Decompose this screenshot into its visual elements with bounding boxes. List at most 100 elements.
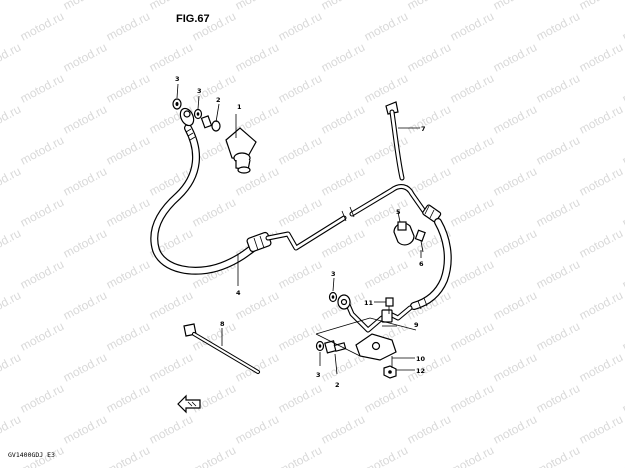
watermark-text: motod.ru	[0, 102, 23, 137]
watermark-text: motod.ru	[61, 102, 109, 137]
watermark-text: motod.ru	[61, 164, 109, 199]
watermark-text: motod.ru	[104, 133, 152, 168]
watermark-text: motod.ru	[18, 9, 66, 44]
watermark-text: motod.ru	[577, 164, 625, 199]
watermark-text: motod.ru	[534, 9, 582, 44]
watermark-text: motod.ru	[534, 257, 582, 292]
watermark-text: motod.ru	[0, 164, 23, 199]
watermark-text: motod.ru	[577, 40, 625, 75]
watermark-text: motod.ru	[362, 381, 410, 416]
watermark-text: motod.ru	[448, 257, 496, 292]
watermark-text: motod.ru	[620, 257, 625, 292]
callout-4: 4	[236, 289, 241, 297]
diagram-footer-code: GV1400GDJ E3	[8, 451, 55, 459]
callout-8: 8	[220, 320, 225, 328]
watermark-text: motod.ru	[534, 195, 582, 230]
watermark-text: motod.ru	[362, 9, 410, 44]
watermark-text: motod.ru	[319, 0, 367, 13]
watermark-text: motod.ru	[491, 102, 539, 137]
watermark-text: motod.ru	[620, 381, 625, 416]
watermark-text: motod.ru	[104, 71, 152, 106]
watermark-text: motod.ru	[147, 0, 195, 13]
watermark-text: motod.ru	[620, 195, 625, 230]
watermark-text: motod.ru	[491, 164, 539, 199]
watermark-text: motod.ru	[448, 381, 496, 416]
watermark-text: motod.ru	[362, 257, 410, 292]
callouts: 1 2 2 3 3 3 3 4 5 6 7 8 9 10 11 12	[175, 75, 426, 389]
watermark-text: motod.ru	[362, 133, 410, 168]
union-bolt-top	[200, 115, 221, 132]
watermark-text: motod.ru	[448, 195, 496, 230]
gasket-lower-b	[315, 340, 325, 352]
watermark-text: motod.ru	[276, 443, 324, 468]
callout-1: 1	[237, 103, 242, 111]
watermark-text: motod.ru	[233, 412, 281, 447]
watermark-text: motod.ru	[448, 133, 496, 168]
watermark-text: motod.ru	[319, 412, 367, 447]
watermark-text: motod.ru	[448, 9, 496, 44]
watermark-text: motod.ru	[233, 350, 281, 385]
callout-2-top: 2	[216, 96, 221, 104]
watermark-text: motod.ru	[491, 412, 539, 447]
watermark-text: motod.ru	[577, 226, 625, 261]
watermark-text: motod.ru	[534, 133, 582, 168]
watermark-text: motod.ru	[362, 71, 410, 106]
brake-hose	[150, 124, 262, 275]
front-arrow-icon	[177, 394, 201, 414]
watermark-text: motod.ru	[577, 412, 625, 447]
watermark-text: motod.ru	[405, 102, 453, 137]
watermark-text: motod.ru	[405, 412, 453, 447]
callout-3-lower-a: 3	[331, 270, 336, 278]
brake-pipe	[265, 184, 429, 251]
callout-2-lower: 2	[335, 381, 340, 389]
watermark-text: motod.ru	[491, 350, 539, 385]
watermark-text: motod.ru	[18, 133, 66, 168]
pipe-union-fitting	[422, 204, 442, 223]
watermark-text: motod.ru	[190, 195, 238, 230]
watermark-text: motod.ru	[18, 195, 66, 230]
watermark-text: motod.ru	[448, 319, 496, 354]
watermark-text: motod.ru	[491, 288, 539, 323]
watermark-text: motod.ru	[362, 443, 410, 468]
hose-clamp	[393, 221, 415, 246]
watermark-text: motod.ru	[448, 443, 496, 468]
watermark-text: motod.ru	[147, 350, 195, 385]
lower-banjo-fitting	[337, 294, 351, 310]
watermark-text: motod.ru	[147, 288, 195, 323]
watermark-text: motod.ru	[18, 381, 66, 416]
watermark-text: motod.ru	[233, 0, 281, 13]
leader-lines	[176, 83, 422, 375]
watermark-text: motod.ru	[61, 412, 109, 447]
watermark-text: motod.ru	[276, 257, 324, 292]
watermark-text: motod.ru	[620, 319, 625, 354]
watermark-text: motod.ru	[0, 226, 23, 261]
watermark-text: motod.ru	[319, 102, 367, 137]
lower-brake-hose	[410, 218, 452, 310]
watermark-text: motod.ru	[104, 257, 152, 292]
watermark-text: motod.ru	[319, 40, 367, 75]
watermark-text: motod.ru	[620, 71, 625, 106]
watermark-text: motod.ru	[0, 350, 23, 385]
watermark-text: motod.ru	[405, 350, 453, 385]
gasket-top-right	[193, 108, 203, 120]
callout-7: 7	[421, 125, 426, 133]
watermark-text: motod.ru	[620, 443, 625, 468]
watermark-text: motod.ru	[18, 319, 66, 354]
clamp-bolt	[414, 229, 426, 253]
watermark-text: motod.ru	[0, 40, 23, 75]
watermark-text: motod.ru	[448, 71, 496, 106]
watermark-text: motod.ru	[491, 0, 539, 13]
gasket-top-left	[172, 98, 182, 110]
watermark-text: motod.ru	[577, 288, 625, 323]
watermark-text: motod.ru	[276, 381, 324, 416]
watermark-text: motod.ru	[104, 443, 152, 468]
reservoir-cap	[225, 127, 257, 174]
watermark-text: motod.ru	[147, 40, 195, 75]
watermark-text: motod.ru	[319, 164, 367, 199]
watermark-text: motod.ru	[61, 0, 109, 13]
watermark-text: motod.ru	[190, 443, 238, 468]
callout-3-lower-b: 3	[316, 371, 321, 379]
watermark-text: motod.ru	[104, 319, 152, 354]
watermark-text: motod.ru	[534, 381, 582, 416]
